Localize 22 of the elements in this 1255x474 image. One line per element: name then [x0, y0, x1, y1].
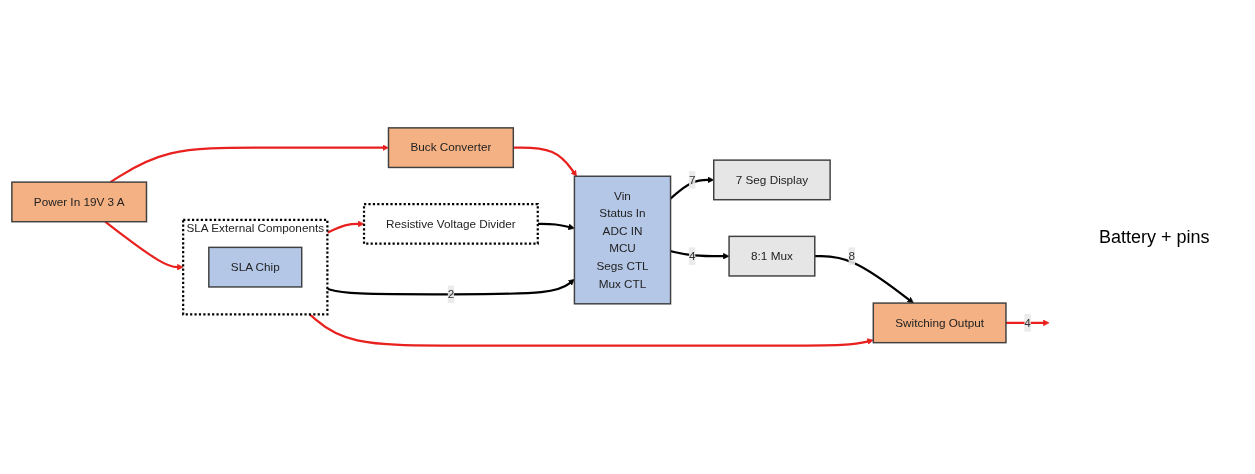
edge-label: 8: [848, 249, 855, 263]
node-box: Resistive Voltage Divider: [362, 203, 539, 246]
node-box: Power In 19V 3 A: [11, 181, 148, 223]
node-box: Buck Converter: [387, 127, 515, 169]
edge-label: 4: [1024, 316, 1031, 330]
node-box: Switching Output: [872, 302, 1007, 344]
node-box: Vin Status In ADC IN MCU Segs CTL Mux CTL: [573, 175, 672, 305]
arrow: [814, 255, 914, 304]
arrow: [327, 279, 575, 296]
edge-label: 2: [447, 287, 455, 301]
arrow: [513, 146, 577, 177]
node-box: SLA Chip: [208, 246, 303, 288]
arrow: [537, 223, 575, 231]
arrow: [104, 221, 184, 271]
arrow: [109, 144, 389, 184]
node-box: 7 Seg Display: [713, 159, 831, 201]
edge-label: 4: [688, 249, 696, 263]
arrow: [670, 250, 730, 260]
node-box: 8:1 Mux: [728, 235, 816, 277]
arrow: [1005, 319, 1050, 327]
edge-label: 7: [688, 173, 696, 187]
note-text: Battery + pins: [1099, 226, 1211, 248]
